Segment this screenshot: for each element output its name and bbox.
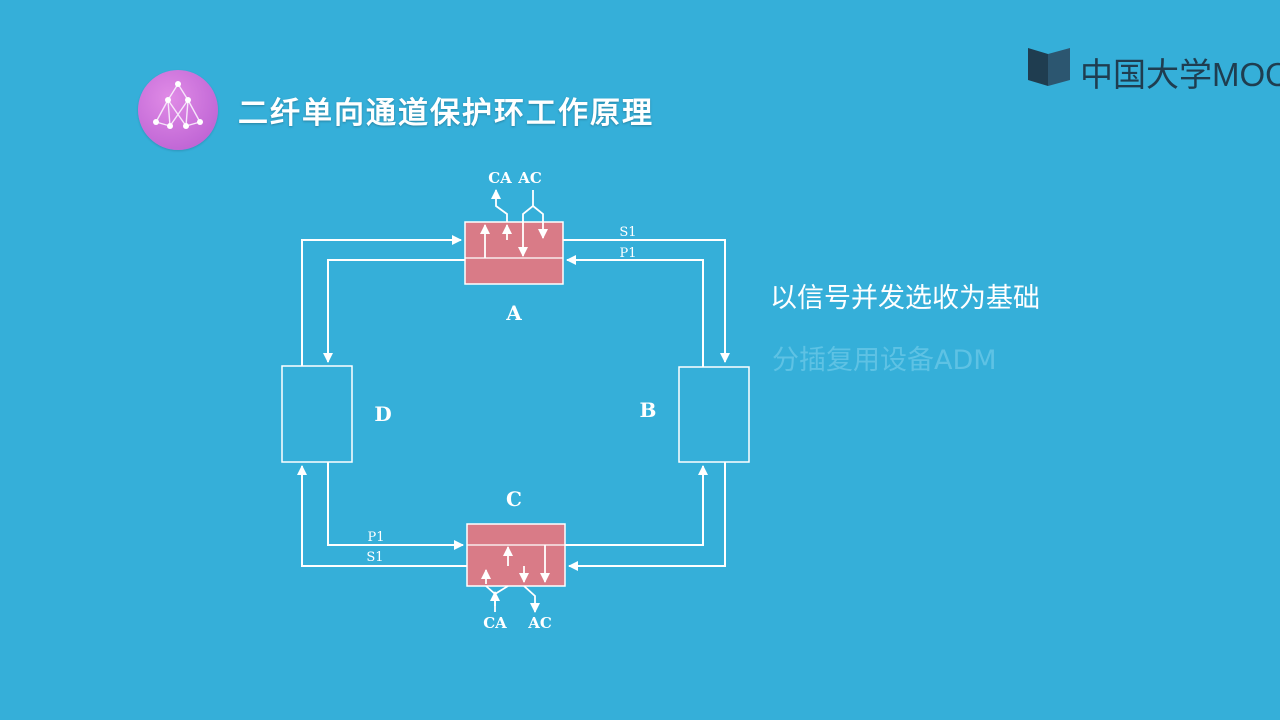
brand-logo: 中国大学MOOC: [1024, 44, 1280, 90]
top-ac-label: AC: [517, 169, 542, 187]
top-ca-label: CA: [488, 169, 512, 187]
bullet-signal-basis: 以信号并发选收为基础: [770, 283, 1040, 314]
s1-fiber-b-to-c: [568, 462, 726, 571]
node-b-box: [678, 366, 750, 463]
node-d-box: [281, 365, 353, 463]
book-icon: [1028, 48, 1070, 86]
course-logo: [138, 70, 218, 150]
s1-fiber-d-to-a: [301, 235, 462, 366]
bottom-s1-label: S1: [366, 550, 383, 565]
bottom-ac-label: AC: [527, 614, 552, 632]
node-a-ca-out: [491, 189, 508, 222]
p1-fiber-a-to-d: [323, 259, 465, 363]
s1-fiber-a-to-b: [563, 239, 730, 363]
p1-fiber-c-to-b: [565, 465, 708, 546]
node-a-label: A: [505, 301, 522, 325]
page-title: 二纤单向通道保护环工作原理: [238, 96, 654, 131]
p1-fiber-b-to-a: [566, 255, 704, 367]
node-c-box: [466, 523, 566, 587]
bullet-adm: 分插复用设备ADM: [772, 345, 997, 376]
node-c-ac-out: [523, 585, 540, 613]
node-c-label: C: [506, 487, 522, 511]
brand-name: 中国大学MOOC: [1080, 56, 1280, 90]
s1-fiber-c-to-d: [297, 465, 467, 567]
network-icon: [153, 81, 203, 129]
node-b-label: B: [640, 398, 657, 422]
top-p1-label: P1: [619, 246, 636, 261]
node-a-ac-in: [522, 190, 534, 222]
node-d-label: D: [374, 402, 391, 426]
node-c-ca-in: [485, 585, 496, 612]
top-s1-label: S1: [619, 225, 636, 240]
bottom-ca-label: CA: [483, 614, 507, 632]
bottom-p1-label: P1: [367, 530, 384, 545]
node-a-box: [464, 221, 564, 285]
p1-fiber-d-to-c: [327, 462, 464, 550]
